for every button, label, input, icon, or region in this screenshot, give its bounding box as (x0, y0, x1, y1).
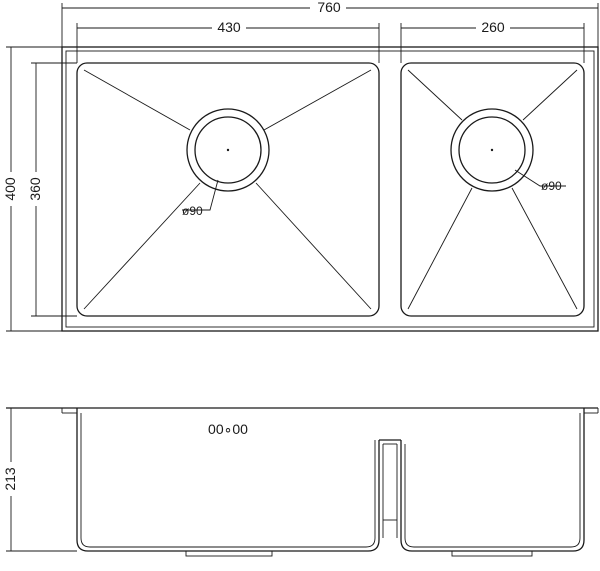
right-drain-stub (451, 550, 533, 557)
dim-overall-width: 760 (317, 0, 341, 15)
dim-right-drain: ø90 (541, 179, 562, 193)
top-view: 760 430 260 400 360 ø90 ø90 (2, 0, 599, 332)
front-view: 00∘00 213 (2, 407, 599, 557)
right-bowl-diagonal (407, 187, 473, 310)
dim-right-bowl-width: 260 (481, 19, 505, 35)
right-bowl (400, 62, 585, 317)
right-drain-inner (458, 116, 526, 184)
left-bowl-diagonal (83, 182, 201, 310)
left-bowl-diagonal (255, 182, 372, 310)
right-bowl-diagonal (511, 187, 578, 310)
left-bowl-diagonal (263, 69, 372, 131)
left-drain-center (226, 148, 230, 152)
overflow-mark: 00∘00 (208, 421, 248, 437)
right-drain-outer (450, 108, 534, 192)
left-drain-stub (185, 550, 273, 557)
sink-inner-outline (65, 50, 595, 328)
left-bowl (76, 62, 380, 317)
dim-overall-depth: 400 (2, 177, 18, 201)
right-drain-center (490, 148, 494, 152)
right-bowl-profile (400, 408, 585, 552)
left-bowl-diagonal (83, 69, 191, 131)
dim-bowl-depth: 360 (27, 177, 43, 201)
right-bowl-diagonal (407, 69, 463, 121)
sink-outer-outline (61, 46, 599, 332)
left-drain-outer (186, 108, 270, 192)
right-bowl-diagonal (522, 69, 578, 121)
dim-bowl-height: 213 (2, 467, 18, 491)
left-drain-inner (194, 116, 262, 184)
dim-left-bowl-width: 430 (217, 19, 241, 35)
dim-left-drain: ø90 (182, 204, 203, 218)
